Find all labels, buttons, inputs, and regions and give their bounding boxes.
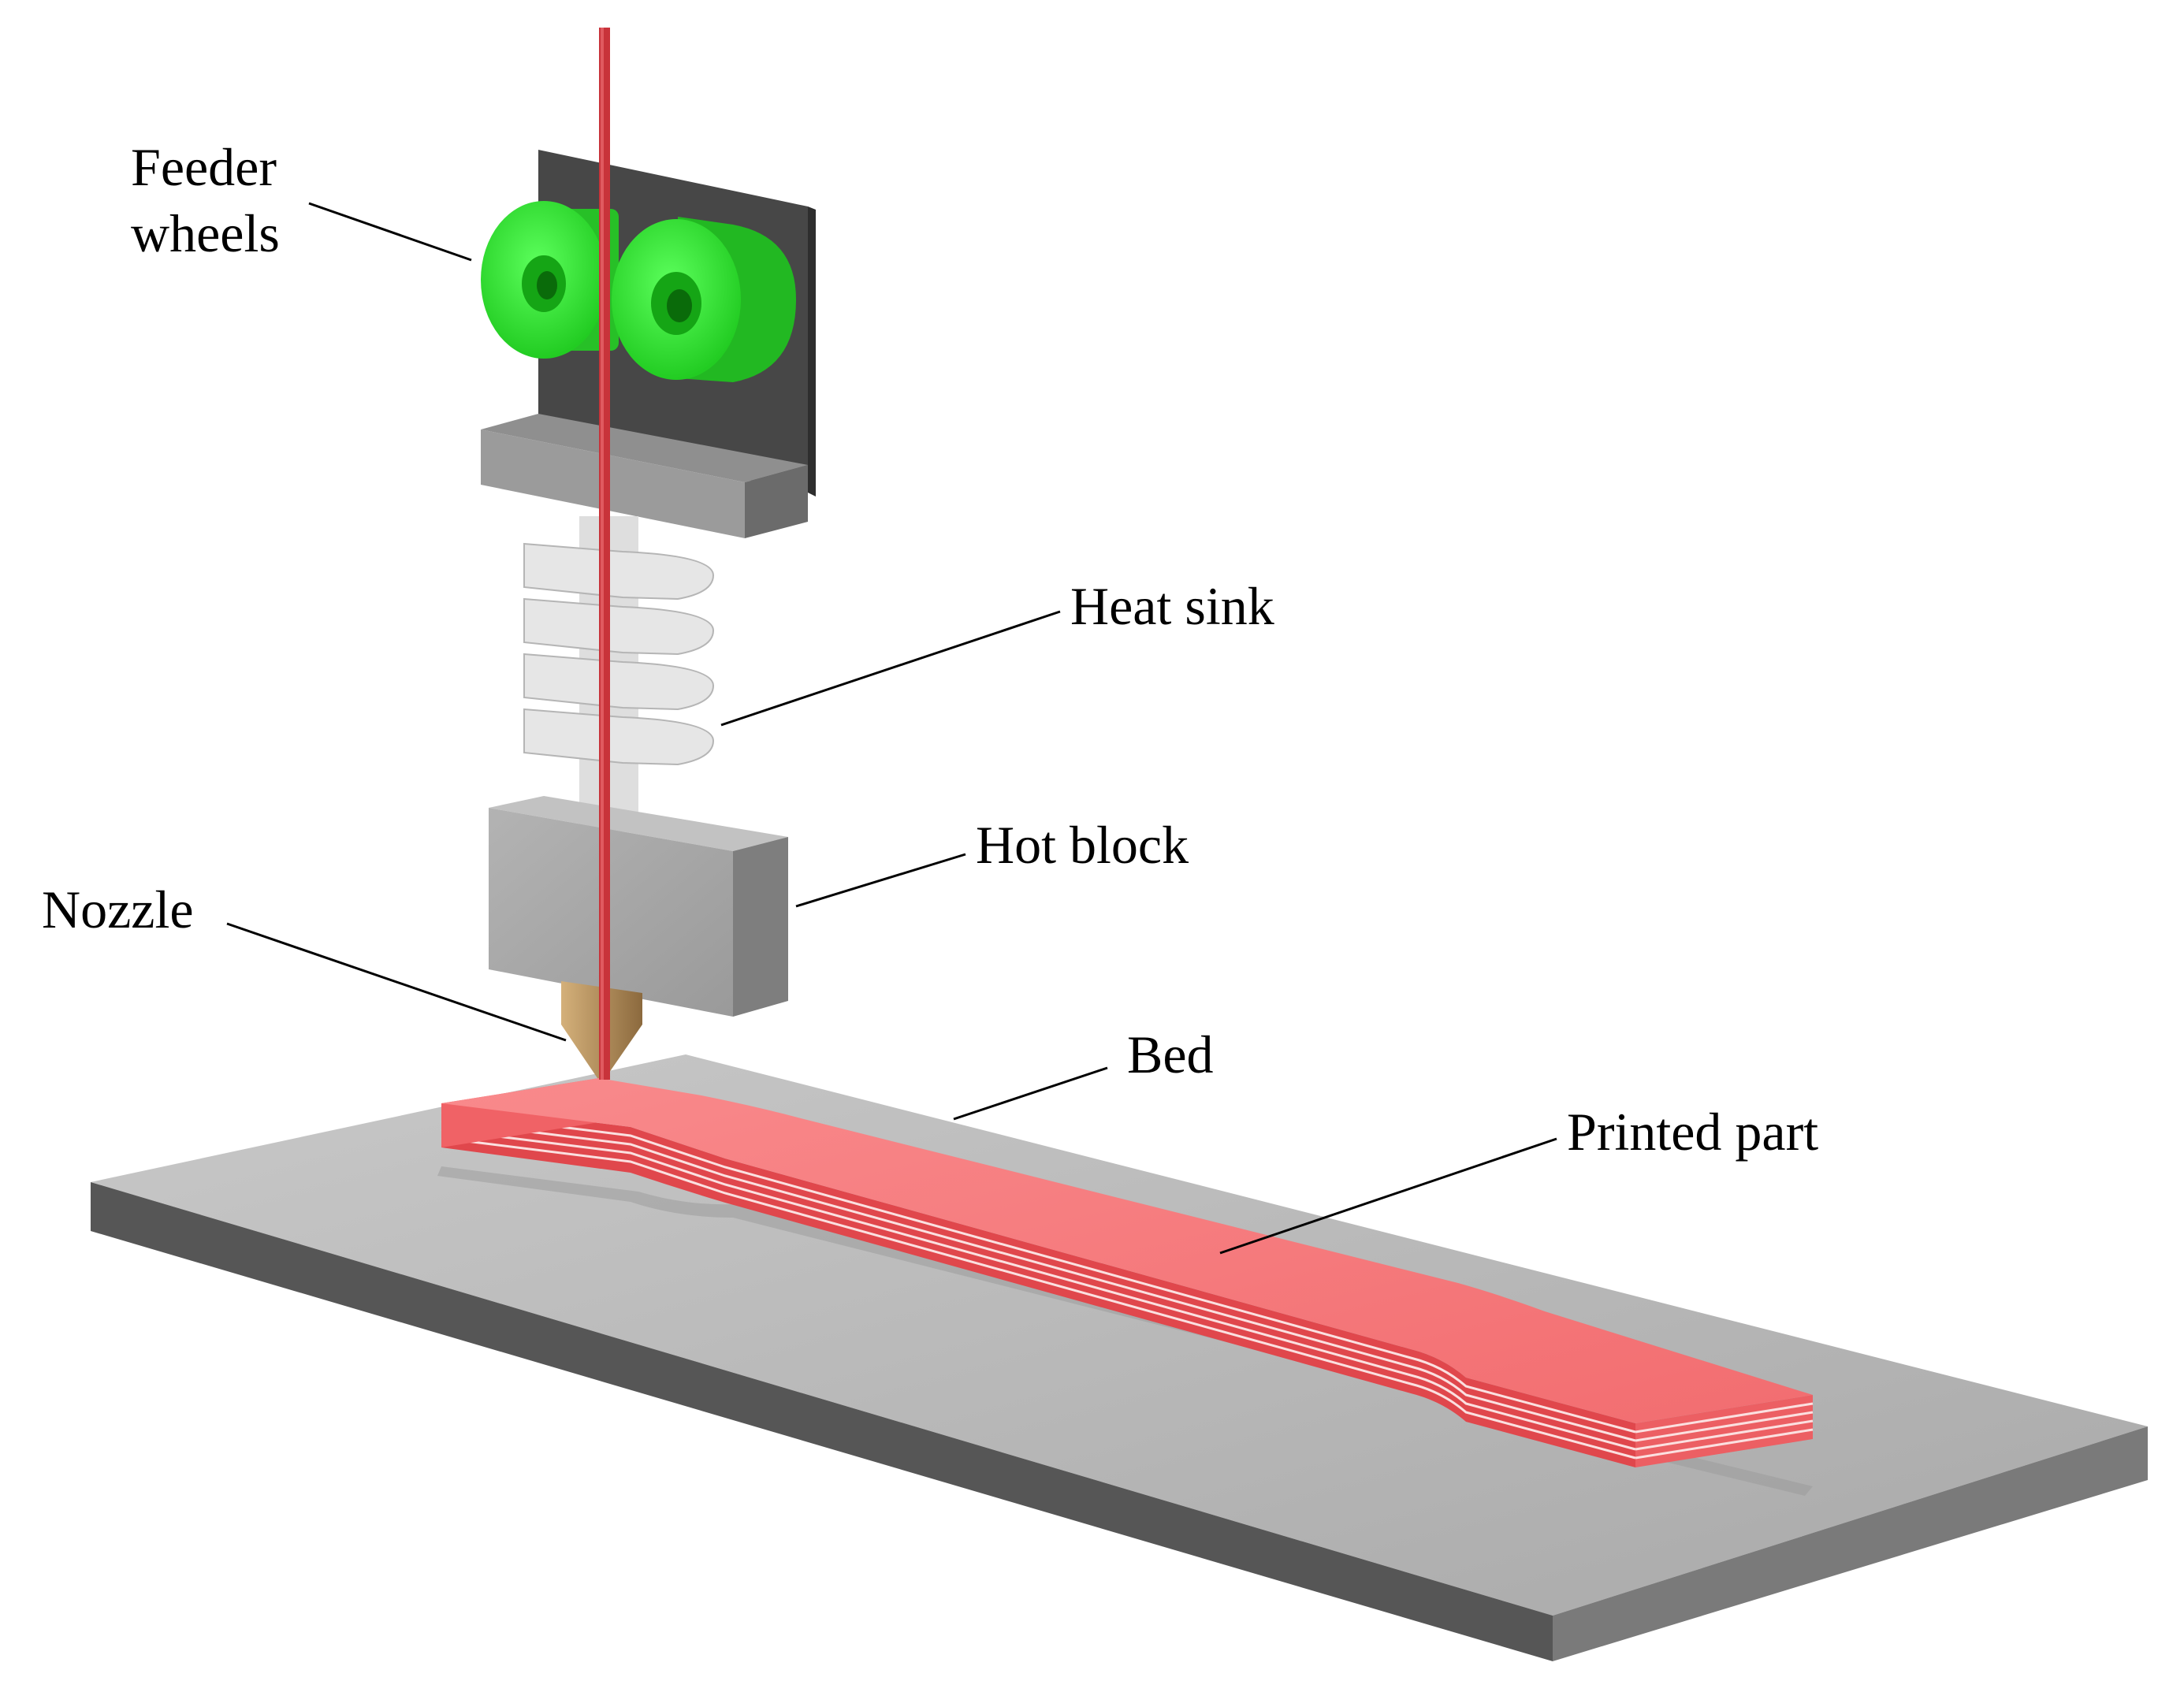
hot-block-top <box>489 796 788 851</box>
label-bed: Bed <box>1127 1025 1214 1084</box>
label-hot-block: Hot block <box>976 815 1189 875</box>
filament <box>599 28 610 1080</box>
leader-line-printed-part <box>1219 1137 1557 1255</box>
printed-part-end-layer-lines <box>1635 1402 1814 1460</box>
leader-line-hot-block <box>795 853 966 908</box>
bed-side-face <box>1553 1426 2148 1661</box>
label-feeder-wheels-line2: wheels <box>131 203 280 263</box>
mount-shelf <box>481 414 808 538</box>
printed-part <box>437 1078 1814 1496</box>
printed-part-layer-lines <box>441 1110 1636 1460</box>
label-nozzle: Nozzle <box>42 880 194 939</box>
printed-part-top-surface <box>441 1078 1813 1423</box>
bed-front-face <box>91 1182 1553 1661</box>
filament-highlight <box>601 28 604 1080</box>
label-printed-part: Printed part <box>1567 1102 1819 1162</box>
hot-block-side <box>733 837 788 1017</box>
leader-line-bed <box>953 1066 1108 1121</box>
feeder-wheel-right-hole <box>667 289 692 322</box>
feeder-wheel-left-hole <box>537 271 557 299</box>
heat-sink <box>523 516 715 831</box>
mount-shelf-side <box>745 465 808 538</box>
label-feeder-wheels: Feeder wheels <box>131 134 280 266</box>
leader-line-heat-sink <box>720 610 1061 727</box>
label-feeder-wheels-line1: Feeder <box>131 137 277 197</box>
hot-block-front <box>489 808 733 1017</box>
printed-part-end-face <box>1635 1395 1813 1467</box>
leader-lines <box>226 202 1557 1255</box>
printed-part-shadow <box>437 1166 1813 1496</box>
heat-sink-fins <box>523 542 715 766</box>
bed <box>91 1054 2148 1661</box>
hot-block <box>489 796 788 1017</box>
mount-shelf-top <box>481 414 808 482</box>
bracket-plate-edge <box>808 206 816 496</box>
printed-part-front-edge <box>441 1103 1635 1467</box>
mount-shelf-front <box>481 430 745 538</box>
feeder-wheels <box>481 201 796 382</box>
leader-line-nozzle <box>226 922 567 1042</box>
leader-line-feeder-wheels <box>308 202 472 262</box>
label-heat-sink: Heat sink <box>1070 576 1274 636</box>
